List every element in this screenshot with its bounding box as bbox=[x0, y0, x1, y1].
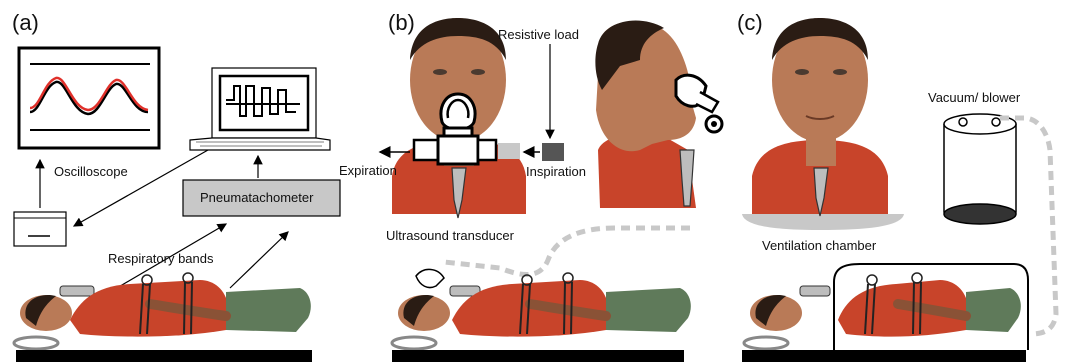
subject-supine-c bbox=[744, 273, 1021, 349]
resistive-load-label: Resistive load bbox=[498, 27, 579, 42]
ventilation-chamber-plate bbox=[742, 214, 904, 230]
oscilloscope-label: Oscilloscope bbox=[54, 164, 128, 179]
vacuum-blower-label: Vacuum/ blower bbox=[928, 90, 1020, 105]
panel-a bbox=[14, 48, 340, 362]
floor-b bbox=[392, 350, 684, 362]
inspiration-filter bbox=[498, 143, 520, 159]
panel-label-b: (b) bbox=[388, 10, 415, 36]
panel-label-a: (a) bbox=[12, 10, 39, 36]
resistive-load-box bbox=[542, 143, 564, 161]
respiratory-bands-label: Respiratory bands bbox=[108, 251, 214, 266]
subject-supine-b bbox=[392, 269, 691, 349]
panel-c bbox=[742, 18, 1056, 362]
acquisition-box bbox=[14, 212, 66, 246]
vacuum-blower-icon bbox=[944, 114, 1016, 224]
subject-supine-a bbox=[14, 273, 311, 349]
panel-b bbox=[380, 18, 722, 362]
inspiration-label: Inspiration bbox=[526, 164, 586, 179]
pneumatachometer-label: Pneumatachometer bbox=[200, 190, 313, 205]
arrow-bands-to-box bbox=[230, 232, 288, 288]
ventilation-chamber-label: Ventilation chamber bbox=[762, 238, 876, 253]
floor-a bbox=[16, 350, 312, 362]
laptop-icon bbox=[190, 68, 330, 150]
panel-label-c: (c) bbox=[737, 10, 763, 36]
expiration-label: Expiration bbox=[339, 163, 397, 178]
floor-c bbox=[742, 350, 1026, 362]
ultrasound-transducer-label: Ultrasound transducer bbox=[386, 228, 514, 243]
